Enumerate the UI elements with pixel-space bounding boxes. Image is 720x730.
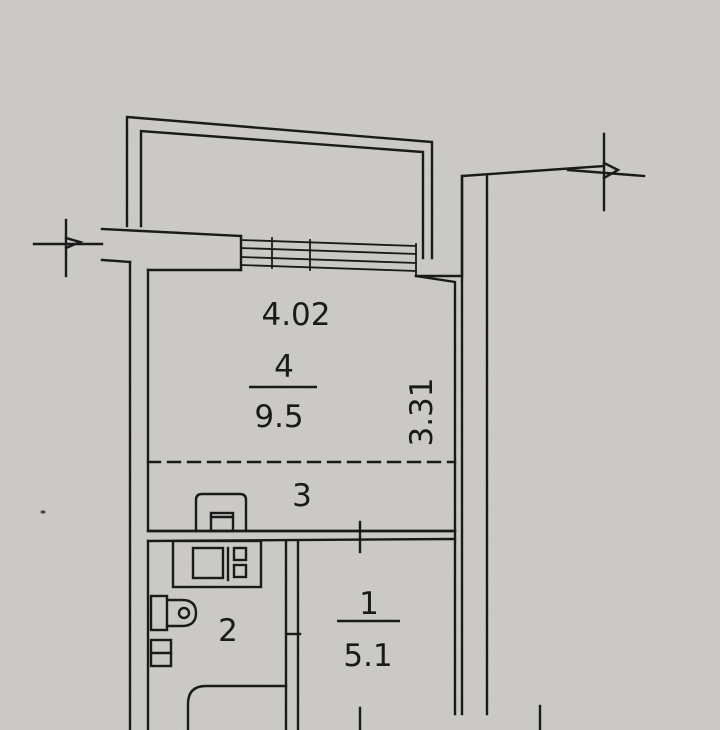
room-4-length-dimension: 3.31 — [404, 377, 440, 446]
paper-mark — [40, 510, 46, 514]
hall-area: 5.1 — [343, 638, 392, 674]
right-wall — [414, 132, 646, 716]
kitchen-zone-number: 3 — [292, 478, 312, 514]
room-4-width-dimension: 4.02 — [261, 297, 330, 333]
upper-wall — [100, 227, 243, 730]
balcony — [125, 115, 434, 260]
stove — [194, 492, 248, 533]
bathtub — [186, 684, 288, 730]
bathroom-number: 2 — [218, 613, 238, 649]
toilet — [149, 594, 198, 632]
bathroom-outline — [146, 539, 302, 730]
hall-number: 1 — [359, 586, 379, 622]
window-opening — [240, 237, 417, 277]
small-fixture — [149, 638, 173, 668]
room-4-area: 9.5 — [254, 399, 303, 435]
wall-break-left — [32, 218, 104, 278]
room-4-number: 4 — [274, 349, 294, 385]
washbasin — [171, 539, 263, 589]
